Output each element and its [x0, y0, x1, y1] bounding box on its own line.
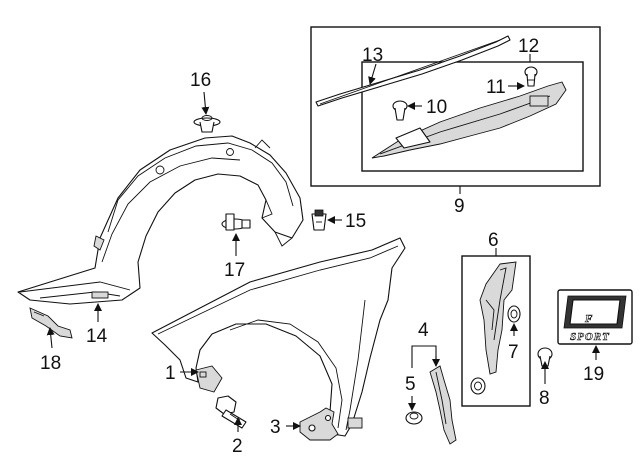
fender-seal-6 [479, 261, 517, 375]
callout-9: 9 [454, 196, 465, 217]
callout-18: 18 [40, 353, 61, 374]
callout-16: 16 [190, 70, 211, 91]
leader-lines [46, 54, 600, 432]
grommet-5 [405, 411, 423, 425]
fender-liner [17, 135, 304, 305]
callout-17: 17 [224, 260, 245, 281]
clip-11 [524, 66, 538, 87]
front-fender-panel [151, 237, 406, 437]
callout-15: 15 [345, 211, 366, 232]
liner-bracket [29, 307, 73, 339]
grommet-in-group-6 [470, 377, 486, 395]
leader-4-bracket [411, 345, 437, 368]
cowl-seal-12 [371, 81, 567, 159]
clip-17 [221, 213, 251, 231]
callout-10: 10 [426, 97, 447, 118]
callout-14: 14 [86, 326, 108, 347]
f-sport-emblem: F SPORT [563, 295, 627, 343]
molding-13 [315, 35, 511, 107]
callout-4: 4 [418, 320, 429, 341]
callout-8: 8 [539, 388, 550, 409]
callout-3: 3 [270, 417, 281, 438]
emblem-word: SPORT [570, 331, 610, 343]
callout-labels: 1 2 3 4 5 6 7 8 9 10 11 12 13 14 15 16 1… [40, 36, 604, 457]
callout-19: 19 [583, 364, 604, 385]
callout-1: 1 [165, 363, 176, 384]
clip-16 [193, 115, 221, 133]
fender-bracket-3 [299, 407, 339, 441]
callout-12: 12 [518, 36, 539, 57]
callout-5: 5 [405, 374, 416, 395]
clip-15 [311, 209, 327, 231]
callout-2: 2 [232, 436, 243, 457]
leader-18 [46, 327, 55, 349]
leader-16 [201, 91, 210, 115]
callout-13: 13 [362, 45, 383, 66]
callout-7: 7 [508, 342, 519, 363]
bolt-2 [215, 395, 247, 429]
callout-6: 6 [488, 230, 499, 251]
emblem-letter: F [584, 313, 593, 325]
leader-13 [368, 63, 377, 85]
clip-10 [392, 100, 408, 121]
clip-7 [507, 305, 521, 323]
side-seal-4 [429, 365, 457, 445]
callout-11: 11 [486, 77, 506, 98]
